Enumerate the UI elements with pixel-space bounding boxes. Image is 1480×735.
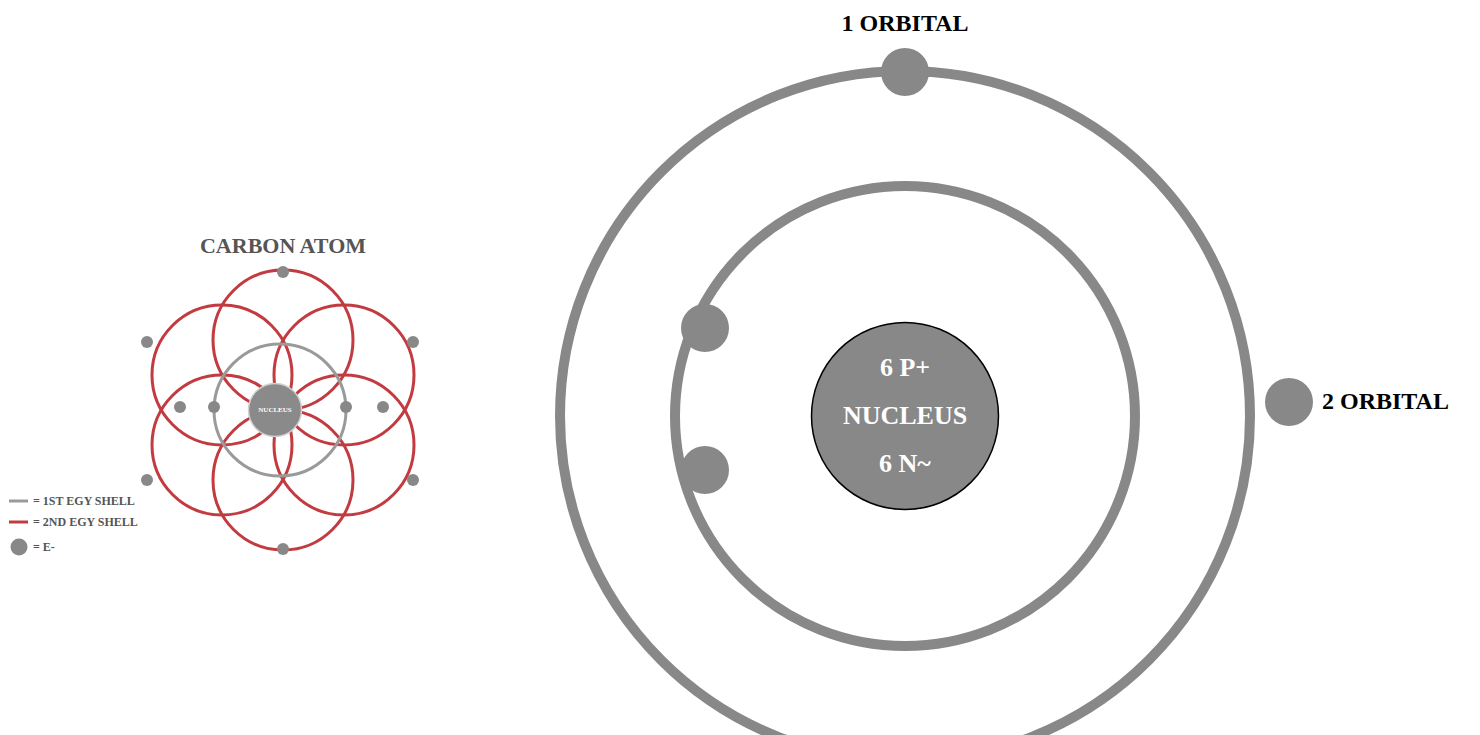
legend-text: = E- <box>33 540 55 555</box>
legend-swatch <box>8 491 30 511</box>
nucleus-text: 6 P+ <box>880 353 930 383</box>
inner-orbit <box>675 186 1135 646</box>
small-electrons <box>141 266 419 555</box>
second-shell-petals <box>152 270 414 550</box>
legend-row: = 1ST EGY SHELL <box>8 491 135 511</box>
legend-row: = E- <box>8 537 55 557</box>
legend-swatch <box>8 512 30 532</box>
legend-text: = 1ST EGY SHELL <box>33 494 135 509</box>
nucleus-text: NUCLEUS <box>258 406 291 414</box>
nucleus: 6 P+ NUCLEUS 6 N~ <box>810 321 1000 511</box>
orbit-label: 2 ORBITAL <box>1322 388 1449 415</box>
diagram-title: CARBON ATOM <box>200 233 366 259</box>
outer-orbit <box>560 71 1250 735</box>
small-nucleus: NUCLEUS <box>247 382 303 438</box>
nucleus-text: 6 N~ <box>879 449 931 479</box>
legend-dot <box>8 537 30 557</box>
nucleus-text: NUCLEUS <box>843 401 967 431</box>
legend-text: = 2ND EGY SHELL <box>33 515 138 530</box>
first-shell <box>214 344 346 476</box>
legend-row: = 2ND EGY SHELL <box>8 512 138 532</box>
orbit-label: 1 ORBITAL <box>842 10 969 37</box>
